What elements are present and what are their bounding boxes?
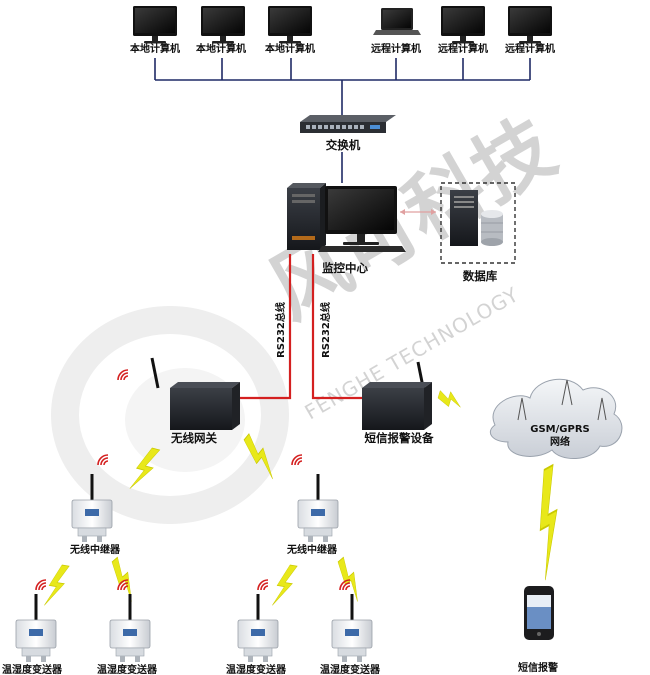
remote-computer-label: 远程计算机 [371,42,421,55]
local-computer-1: 本地计算机 [130,6,180,55]
lightning-bolt-icon [108,555,141,604]
local-computer-label: 本地计算机 [265,42,315,55]
relay-left: 无线中继器 [69,472,121,556]
monitor-icon [441,6,485,44]
signal-waves-icon [97,454,109,466]
network-label-line2: 网络 [550,435,570,448]
server-icon [450,190,478,246]
remote-computer-1: 远程计算机 [371,8,421,55]
local-computer-3: 本地计算机 [265,6,315,55]
watermark: 风可科技 FENGHE TECHNOLOGY [51,103,570,524]
bus-label-right: RS232总线 [319,302,332,358]
signal-waves-icon [257,579,269,591]
signal-waves-icon [291,454,303,466]
db-link [400,209,436,215]
relay-label: 无线中继器 [69,543,121,556]
sms-alarm-label: 短信报警 [518,661,558,674]
lan-lines [154,58,531,183]
arrow-right-icon [431,209,436,215]
switch: 交换机 [300,115,396,152]
remote-computer-label: 远程计算机 [505,42,555,55]
switch-label: 交换机 [326,138,361,152]
lightning-bolt-icon [334,555,367,604]
relay-device-icon [296,472,340,544]
database-label: 数据库 [463,269,498,283]
relay-label: 无线中继器 [286,543,338,556]
transmitter-device-icon [330,592,374,664]
antenna-icon [150,357,160,389]
mobile-phone: 短信报警 [518,586,558,674]
bus-line-sms [311,254,362,400]
remote-computer-2: 远程计算机 [438,6,488,55]
transmitter-4: 温湿度变送器 [320,592,381,675]
watermark-swirl [51,306,289,524]
sms-device-box-icon [362,382,432,430]
phone-icon [524,586,554,640]
remote-computer-label: 远程计算机 [438,42,488,55]
monitor-icon [268,6,312,44]
network-label-line1: GSM/GPRS [530,424,589,435]
transmitter-label: 温湿度变送器 [97,663,158,675]
transmitter-2: 温湿度变送器 [97,592,158,675]
remote-computer-3: 远程计算机 [505,6,555,55]
computer-row: 本地计算机 本地计算机 本地计算机 远程计算机 远程计算机 远程计算机 [130,6,555,55]
transmitter-device-icon [236,592,280,664]
transmitter-device-icon [14,592,58,664]
laptop-icon [373,8,421,35]
transmitter-label: 温湿度变送器 [2,663,63,675]
local-computer-label: 本地计算机 [196,42,246,55]
sms-alarm-device: 短信报警设备 [362,361,434,445]
monitoring-center: 监控中心 [287,183,406,275]
local-computer-label: 本地计算机 [130,42,180,55]
signal-waves-icon [117,369,129,381]
database-cylinder-icon [481,210,503,246]
rs232-bus-lines [228,254,362,400]
lightning-bolt-icon [539,464,558,581]
transmitter-device-icon [108,592,152,664]
gateway-box-icon [170,382,240,430]
monitor-icon [201,6,245,44]
monitor-center-label: 监控中心 [322,261,368,275]
bus-line-gateway [228,254,292,400]
transmitter-label: 温湿度变送器 [226,663,287,675]
transmitter-1: 温湿度变送器 [2,592,63,675]
bus-label-left: RS232总线 [274,302,287,358]
gsm-gprs-cloud: GSM/GPRS 网络 [490,378,623,460]
relay-right: 无线中继器 [286,472,340,556]
wireless-gateway: 无线网关 [117,357,240,445]
tower-pc-icon [287,183,326,250]
desktop-monitor-icon [318,186,406,252]
database: 数据库 [440,182,516,283]
lightning-bolt-icon [435,387,465,412]
local-computer-2: 本地计算机 [196,6,246,55]
monitor-icon [133,6,177,44]
sms-device-label: 短信报警设备 [365,431,434,445]
transmitter-label: 温湿度变送器 [320,663,381,675]
monitor-icon [508,6,552,44]
gateway-label: 无线网关 [170,431,217,445]
signal-waves-icon [35,579,47,591]
lightning-bolt-icon [268,561,301,610]
transmitter-3: 温湿度变送器 [226,592,287,675]
arrow-left-icon [400,209,405,215]
tower-icons [517,379,607,421]
